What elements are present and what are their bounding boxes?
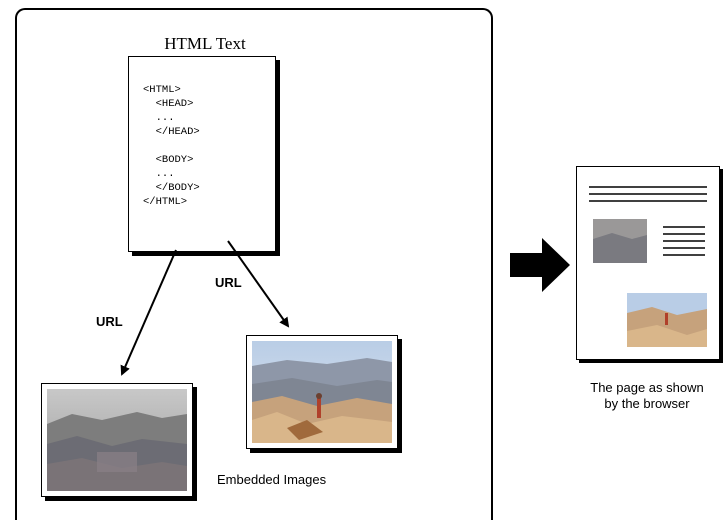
- browser-caption: The page as shown by the browser: [576, 380, 718, 412]
- url-arrow-right: [227, 240, 290, 328]
- code-line: </HEAD>: [143, 126, 200, 138]
- code-line: <HTML>: [143, 84, 181, 96]
- html-text-title: HTML Text: [164, 34, 246, 53]
- browser-page-content: [589, 186, 707, 347]
- html-code-listing: <HTML> <HEAD> ... </HEAD> <BODY> ... </B…: [143, 83, 200, 209]
- browser-page: [576, 166, 720, 360]
- html-document: <HTML> <HEAD> ... </HEAD> <BODY> ... </B…: [128, 56, 276, 252]
- code-line: ...: [143, 112, 175, 124]
- landscape-image-left: [47, 389, 187, 491]
- code-line: <BODY>: [143, 154, 194, 166]
- big-right-arrow: [510, 238, 570, 292]
- code-line: </HTML>: [143, 196, 188, 208]
- url-label-right: URL: [215, 275, 242, 290]
- browser-caption-line1: The page as shown: [590, 380, 704, 395]
- url-arrow-left: [120, 249, 177, 376]
- embedded-image-frame-left: [41, 383, 193, 497]
- code-line: <HEAD>: [143, 98, 194, 110]
- embedded-images-caption: Embedded Images: [217, 472, 327, 487]
- code-line: ...: [143, 168, 175, 180]
- code-line: </BODY>: [143, 182, 200, 194]
- outer-frame: [15, 8, 493, 520]
- embedded-image-frame-right: [246, 335, 398, 449]
- url-label-left: URL: [96, 314, 123, 329]
- landscape-image-right: [252, 341, 392, 443]
- browser-caption-line2: by the browser: [604, 396, 690, 411]
